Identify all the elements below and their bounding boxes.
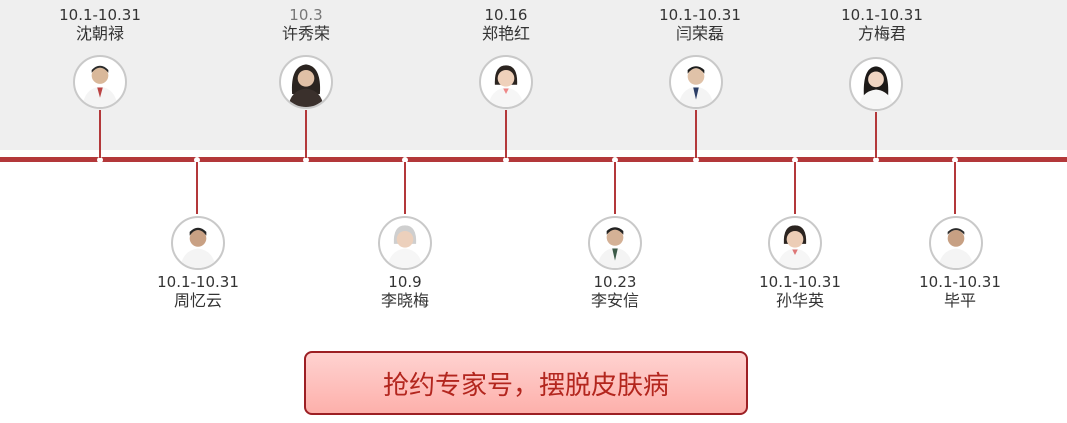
timeline-dot — [612, 156, 618, 163]
doctor-card[interactable]: 10.1-10.31 毕平 — [885, 273, 1035, 311]
doctor-card[interactable]: 10.1-10.31 沈朝禄 — [25, 6, 175, 44]
book-expert-button[interactable]: 抢约专家号，摆脱皮肤病 — [304, 351, 748, 415]
doctor-name: 毕平 — [943, 291, 976, 310]
timeline-stem — [954, 162, 956, 214]
doctor-male-avatar[interactable] — [73, 55, 127, 109]
doctor-female-avatar[interactable] — [279, 55, 333, 109]
timeline-stem — [875, 112, 877, 158]
doctor-female-avatar[interactable] — [768, 216, 822, 270]
timeline-stem — [196, 162, 198, 214]
book-expert-button-label: 抢约专家号，摆脱皮肤病 — [382, 370, 669, 401]
doctor-card[interactable]: 10.9 李晓梅 — [330, 273, 480, 311]
doctor-name: 李安信 — [590, 291, 639, 310]
doctor-date: 10.9 — [388, 273, 422, 291]
doctor-date: 10.1-10.31 — [841, 6, 923, 24]
doctor-card[interactable]: 10.1-10.31 方梅君 — [807, 6, 957, 44]
doctor-date: 10.16 — [484, 6, 528, 24]
timeline-dot — [693, 156, 699, 163]
timeline-stem — [695, 110, 697, 158]
doctor-card[interactable]: 10.16 郑艳红 — [431, 6, 581, 44]
doctor-name: 孙华英 — [775, 291, 824, 310]
doctor-date: 10.1-10.31 — [919, 273, 1001, 291]
doctor-card[interactable]: 10.1-10.31 周忆云 — [123, 273, 273, 311]
doctor-female-avatar[interactable] — [378, 216, 432, 270]
timeline-line — [0, 157, 1067, 162]
timeline-dot — [873, 156, 879, 163]
doctor-male-avatar[interactable] — [588, 216, 642, 270]
doctor-female-avatar[interactable] — [849, 57, 903, 111]
timeline-stem — [404, 162, 406, 214]
doctor-date: 10.1-10.31 — [659, 6, 741, 24]
doctor-name: 郑艳红 — [481, 24, 530, 43]
doctor-name: 许秀荣 — [281, 24, 330, 43]
doctor-date: 10.1-10.31 — [157, 273, 239, 291]
timeline-stem — [614, 162, 616, 214]
doctor-card[interactable]: 10.23 李安信 — [540, 273, 690, 311]
doctor-date: 10.23 — [593, 273, 637, 291]
timeline-dot — [402, 156, 408, 163]
doctor-male-avatar[interactable] — [669, 55, 723, 109]
doctor-name: 闫荣磊 — [675, 24, 724, 43]
doctor-card[interactable]: 10.1-10.31 闫荣磊 — [625, 6, 775, 44]
timeline-dot — [194, 156, 200, 163]
doctor-female-avatar[interactable] — [479, 55, 533, 109]
doctor-card[interactable]: 10.1-10.31 孙华英 — [725, 273, 875, 311]
doctor-date: 10.3 — [289, 6, 323, 24]
doctor-male-avatar[interactable] — [929, 216, 983, 270]
timeline-dot — [97, 156, 103, 163]
doctor-name: 周忆云 — [173, 291, 222, 310]
timeline-dot — [303, 156, 309, 163]
timeline-stem — [794, 162, 796, 214]
doctor-male-avatar[interactable] — [171, 216, 225, 270]
doctor-name: 李晓梅 — [380, 291, 429, 310]
timeline-stem — [505, 110, 507, 158]
timeline-stem — [99, 110, 101, 158]
doctor-name: 方梅君 — [857, 24, 906, 43]
doctor-name: 沈朝禄 — [75, 24, 124, 43]
timeline-dot — [792, 156, 798, 163]
doctor-date: 10.1-10.31 — [759, 273, 841, 291]
doctor-card[interactable]: 10.3 许秀荣 — [231, 6, 381, 44]
timeline-dot — [503, 156, 509, 163]
doctor-date: 10.1-10.31 — [59, 6, 141, 24]
timeline-dot — [952, 156, 958, 163]
timeline-stem — [305, 110, 307, 158]
